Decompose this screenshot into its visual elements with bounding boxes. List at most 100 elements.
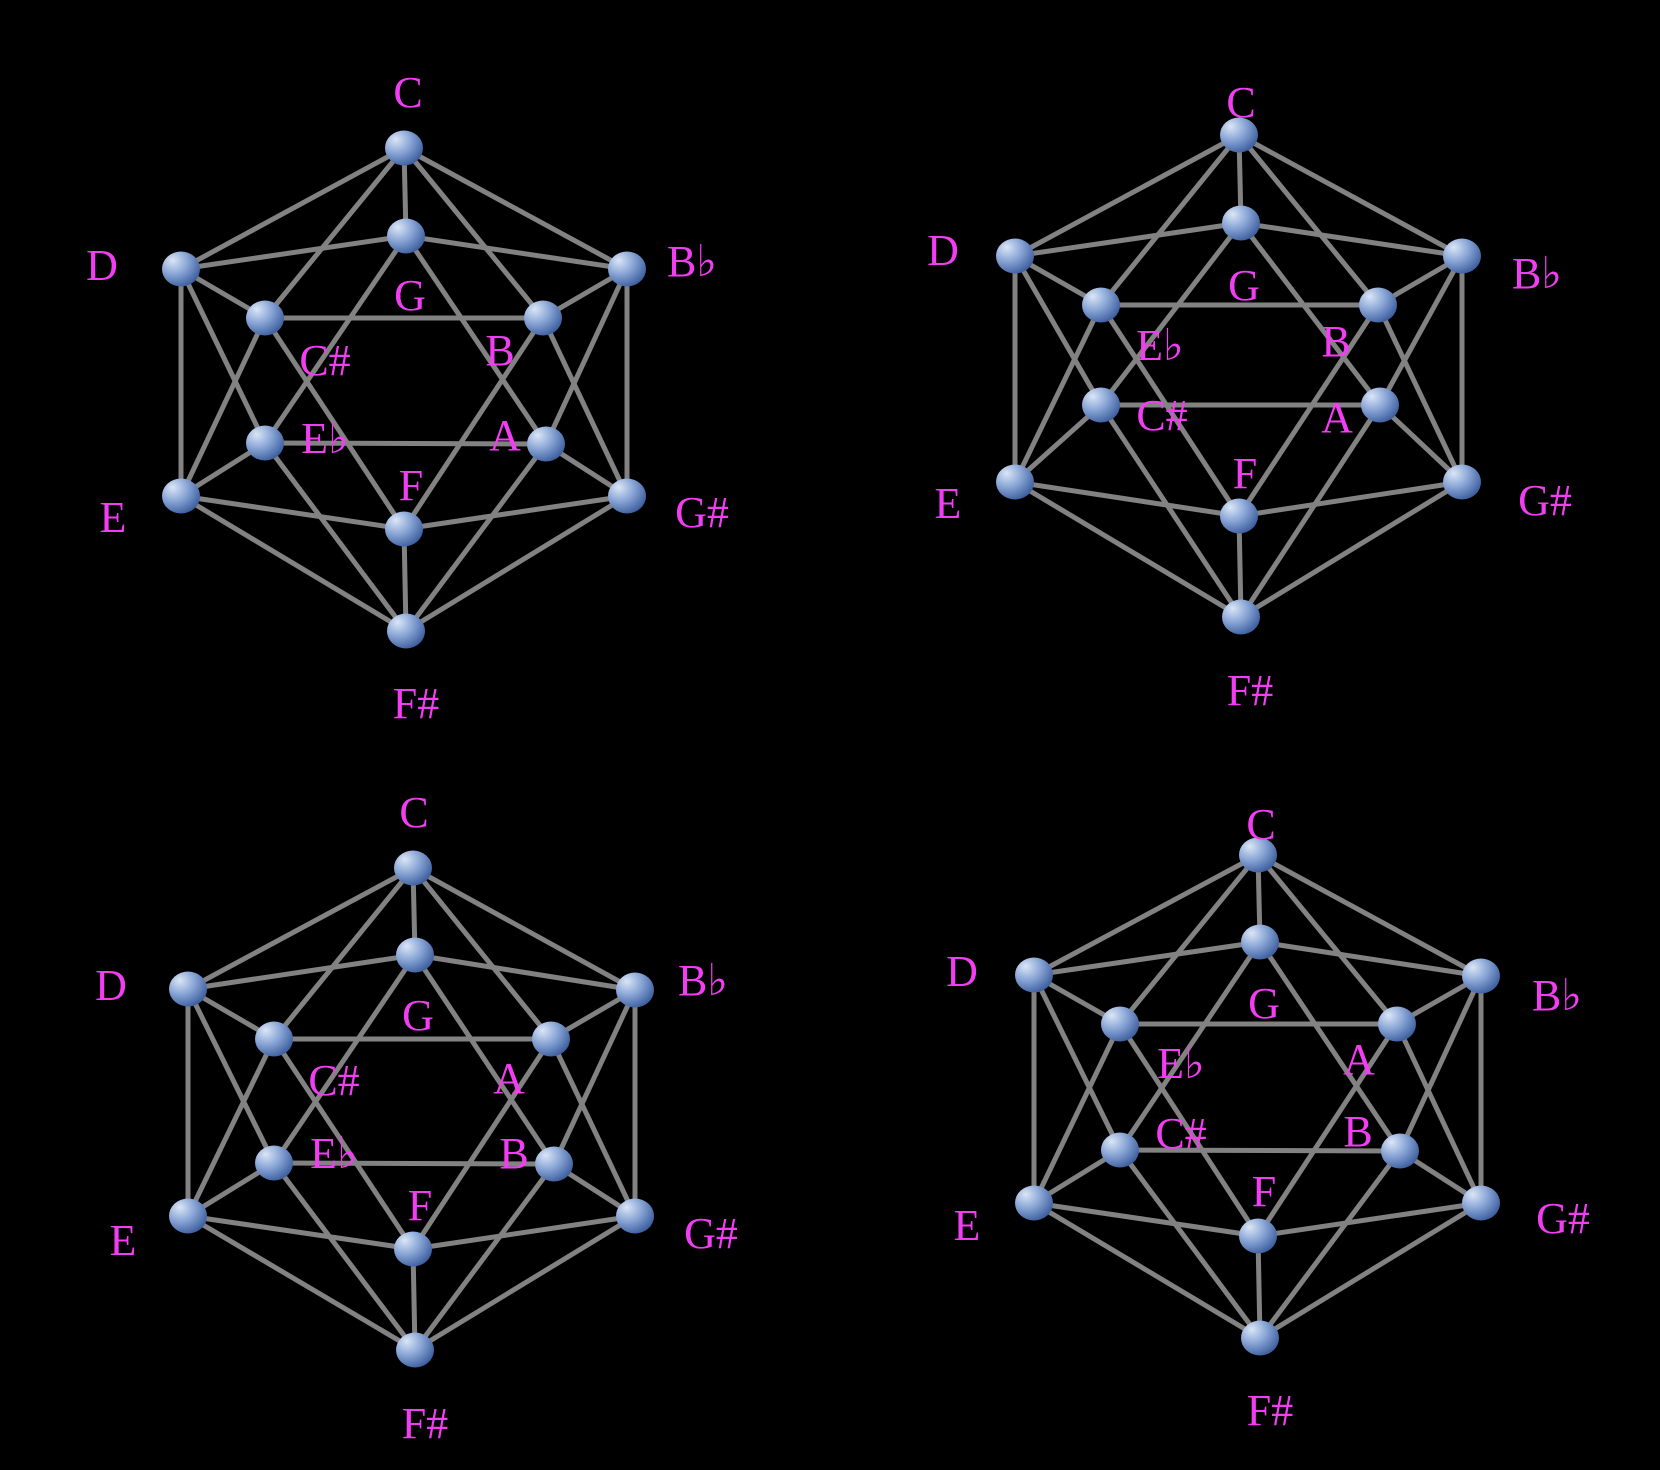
edge-group [185, 865, 638, 1353]
note-label: B♭ [667, 237, 717, 286]
edge-D-G [1012, 220, 1244, 259]
note-label: A [489, 411, 521, 460]
edge-C-UL [262, 145, 407, 321]
note-label: C [399, 788, 428, 837]
edge-G-LR [1238, 220, 1383, 408]
edge-UR-G# [540, 315, 630, 499]
vertex-sphere-gsharp [1462, 1185, 1500, 1221]
vertex-sphere-ur [1378, 1006, 1416, 1042]
node-group [169, 850, 654, 1368]
edge-LL-LR [271, 1160, 557, 1167]
edge-C-UR [410, 865, 554, 1042]
vertex-sphere-ul [255, 1021, 293, 1057]
edge-E-F# [178, 493, 409, 634]
edge-LL-E [1012, 402, 1104, 485]
edge-LR-F# [412, 1161, 557, 1353]
edge-G-LL [1117, 939, 1263, 1153]
edge-F-G# [1255, 1200, 1484, 1239]
edge-D-LL [1031, 972, 1123, 1153]
note-label: A [1343, 1035, 1375, 1084]
node-group [162, 130, 646, 649]
edge-D-LL [178, 266, 268, 446]
note-label: E [935, 479, 962, 528]
note-label: C# [308, 1056, 359, 1105]
note-label: G [1228, 261, 1260, 310]
note-label: G# [684, 1209, 738, 1258]
note-label: A [1321, 393, 1353, 442]
edge-C-UR [1255, 852, 1400, 1027]
note-label: E [100, 493, 127, 542]
vertex-sphere-ul [246, 300, 284, 336]
edge-F-G# [401, 493, 630, 532]
edge-G-Bb [1238, 220, 1465, 259]
vertex-sphere-lr [535, 1146, 573, 1182]
edge-C-D [178, 145, 407, 272]
edge-D-G [185, 952, 418, 992]
note-label: B [1321, 317, 1350, 366]
vertex-sphere-e [1015, 1185, 1053, 1221]
note-label: C [393, 68, 422, 117]
vertex-sphere-bb [616, 972, 654, 1008]
note-label: G [394, 271, 426, 320]
vertex-sphere-c [1239, 837, 1277, 873]
edge-C-UR [1236, 132, 1381, 308]
edge-G-LL [271, 952, 418, 1166]
edge-UL-E [1012, 302, 1104, 485]
note-label: B [499, 1129, 528, 1178]
edge-UR-F [410, 1036, 554, 1252]
vertex-sphere-f [1239, 1218, 1277, 1254]
vertex-sphere-e [169, 1198, 207, 1234]
vertex-sphere-c [1220, 117, 1258, 153]
edge-E-F# [185, 1213, 418, 1353]
edge-G-LR [412, 952, 557, 1167]
note-label: A [493, 1054, 525, 1103]
edge-LR-G# [1377, 402, 1465, 485]
edge-UR-G# [1394, 1021, 1484, 1206]
edge-UR-F [401, 315, 546, 532]
edge-LL-F# [1098, 402, 1244, 620]
note-label: F# [1247, 1386, 1293, 1435]
edge-E-F [185, 1213, 416, 1252]
note-label: E [954, 1201, 981, 1250]
note-label: G# [1518, 476, 1572, 525]
note-label: B♭ [678, 956, 728, 1005]
vertex-sphere-g [1222, 205, 1260, 241]
note-label: F# [393, 679, 439, 728]
edge-UR-F [1255, 1021, 1400, 1239]
note-label: C [1246, 800, 1275, 849]
edge-G-Bb [1257, 939, 1484, 979]
note-label: C# [1136, 391, 1187, 440]
vertex-sphere-gsharp [1443, 464, 1481, 500]
note-label: E♭ [301, 414, 349, 463]
edge-group [1012, 132, 1465, 620]
vertex-sphere-d [1015, 957, 1053, 993]
edge-LR-F# [1238, 402, 1383, 620]
edge-D-G [1031, 939, 1263, 978]
edge-C-UR [401, 145, 546, 321]
edge-UL-F [1117, 1021, 1261, 1239]
edge-D-G [178, 233, 409, 272]
edge-LL-LR [262, 440, 549, 447]
vertex-sphere-d [169, 971, 207, 1007]
edge-C-D [1031, 852, 1261, 978]
vertex-sphere-c [394, 850, 432, 886]
note-label: B♭ [1532, 971, 1582, 1020]
note-label: F [1233, 449, 1257, 498]
edge-C-Bb [1255, 852, 1484, 979]
edge-G-LL [1098, 220, 1244, 408]
vertex-sphere-ur [532, 1021, 570, 1057]
edge-UL-F [1098, 302, 1242, 519]
note-label: F# [402, 1399, 448, 1448]
note-label: F [1252, 1167, 1276, 1216]
vertex-sphere-gsharp [616, 1198, 654, 1234]
vertex-sphere-f [1220, 498, 1258, 534]
edge-LL-F# [262, 440, 409, 634]
vertex-sphere-ul [1082, 287, 1120, 323]
note-label: B [485, 326, 514, 375]
note-label: D [927, 226, 959, 275]
note-label: E♭ [1136, 321, 1184, 370]
vertex-sphere-bb [1462, 958, 1500, 994]
